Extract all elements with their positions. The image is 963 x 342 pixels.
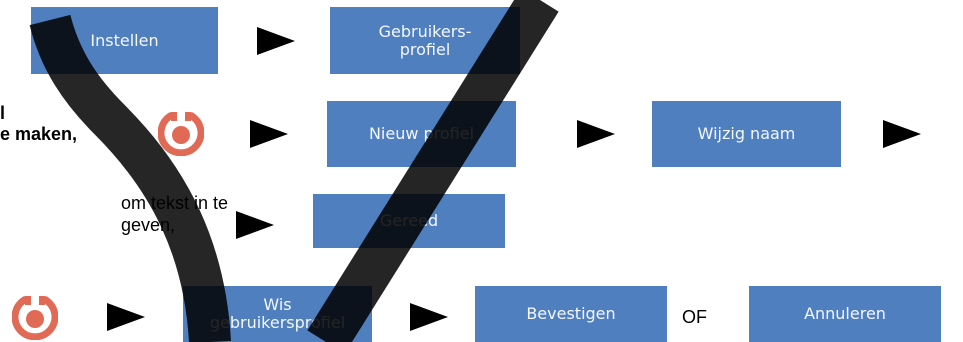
right-arrow-icon [236,211,274,239]
right-arrow-icon [410,303,448,331]
right-arrow-icon [577,120,615,148]
wis-label-line2: gebruikersprofiel [209,313,346,332]
gebruikersprofiel-label-line1: Gebruikers- [378,21,472,41]
or-label: OF [682,307,707,327]
nieuw-profiel-button[interactable]: Nieuw profiel [327,101,516,167]
bevestigen-button[interactable]: Bevestigen [475,286,667,342]
gereed-label: Gereed [379,211,439,230]
left-text-fragment-2: e maken, [0,124,78,144]
instellen-label: Instellen [90,30,159,50]
gebruikersprofiel-label-line2: profiel [399,39,451,59]
right-arrow-icon [257,27,295,55]
wijzig-naam-label: Wijzig naam [697,124,796,143]
gebruikersprofiel-button[interactable]: Gebruikers- profiel [330,7,520,74]
rotary-knob-icon [158,111,204,156]
wis-gebruikersprofiel-button[interactable]: Wis gebruikersprofiel [183,286,372,342]
wis-label-line1: Wis [263,295,292,314]
instruction-line-2: geven, [121,215,176,235]
right-arrow-icon [250,120,288,148]
right-arrow-icon [107,303,145,331]
annuleren-label: Annuleren [804,304,886,323]
bevestigen-label: Bevestigen [526,304,616,323]
nieuw-profiel-label: Nieuw profiel [368,124,475,143]
left-text-fragment-1: l [0,103,6,123]
instruction-line-1: om tekst in te [121,193,229,213]
right-arrow-icon [883,120,921,148]
gereed-button[interactable]: Gereed [313,194,505,248]
instellen-button[interactable]: Instellen [31,7,218,74]
rotary-knob-icon [12,295,58,340]
annuleren-button[interactable]: Annuleren [749,286,941,342]
wijzig-naam-button[interactable]: Wijzig naam [652,101,841,167]
